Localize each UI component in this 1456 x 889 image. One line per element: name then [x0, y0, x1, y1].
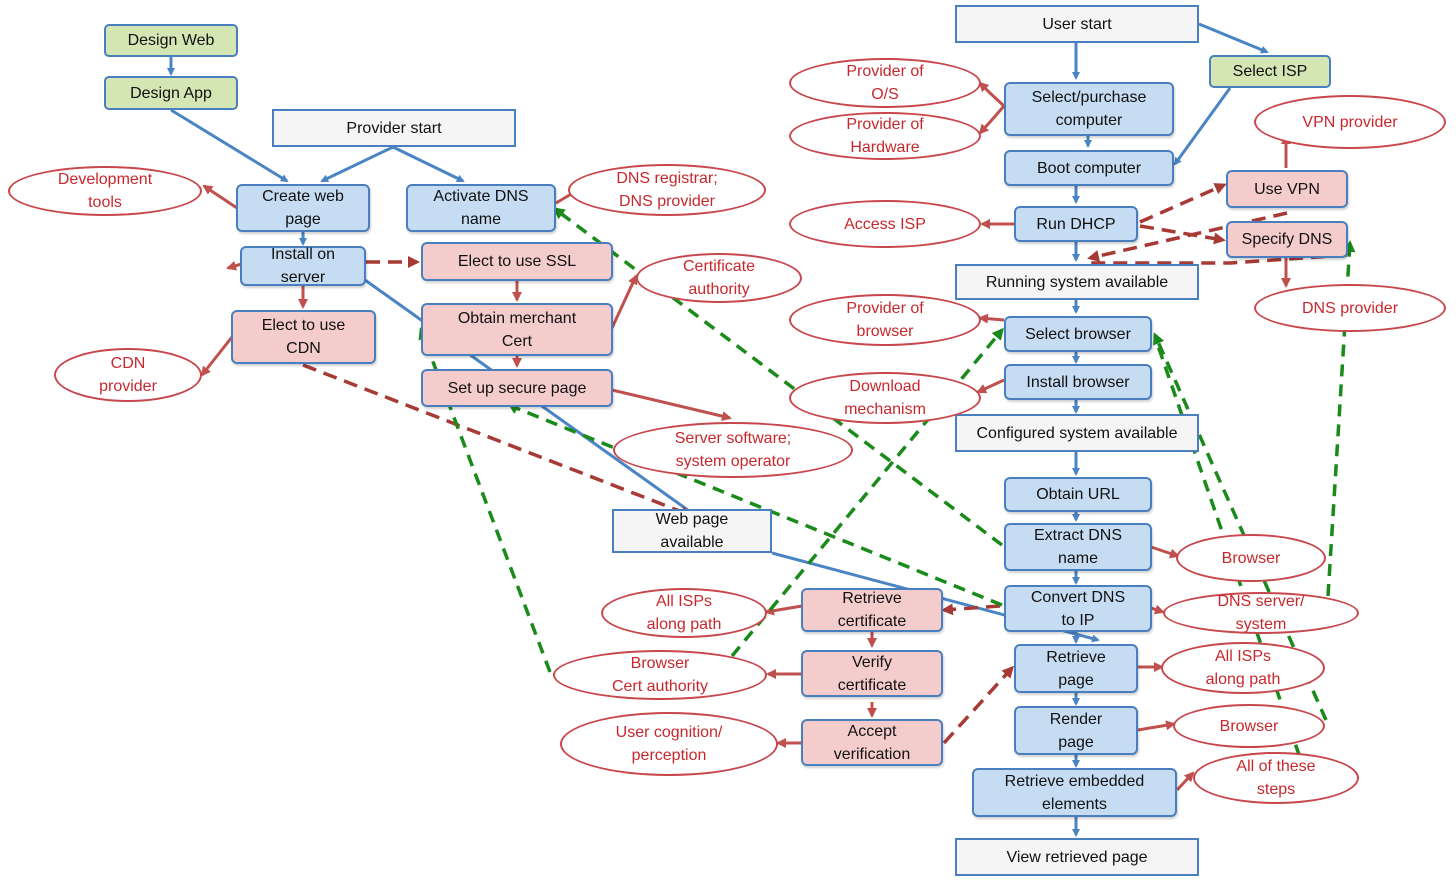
verify-certificate-node: Verify certificate — [801, 650, 943, 697]
all-isps-ellipse-2: All ISPs along path — [1161, 642, 1325, 694]
access-isp-ellipse: Access ISP — [789, 200, 981, 248]
all-isps-ellipse-1: All ISPs along path — [601, 588, 767, 638]
convert-dns-to-ip-node: Convert DNS to IP — [1004, 585, 1152, 632]
user-start-node: User start — [955, 5, 1199, 43]
obtain-url-node: Obtain URL — [1004, 477, 1152, 512]
retrieve-page-node: Retrieve page — [1014, 644, 1138, 693]
setup-secure-page-node: Set up secure page — [421, 369, 613, 407]
obtain-merchant-cert-node: Obtain merchant Cert — [421, 303, 613, 356]
server-software-ellipse: Server software; system operator — [613, 422, 853, 478]
provider-browser-ellipse: Provider of browser — [789, 294, 981, 346]
design-app-node: Design App — [104, 76, 238, 110]
select-isp-node: Select ISP — [1209, 55, 1331, 88]
cdn-provider-ellipse: CDN provider — [54, 348, 202, 402]
extract-dns-name-node: Extract DNS name — [1004, 523, 1152, 571]
user-cognition-ellipse: User cognition/ perception — [560, 712, 778, 776]
create-web-page-node: Create web page — [236, 184, 370, 232]
elect-cdn-node: Elect to use CDN — [231, 310, 376, 364]
dns-server-ellipse: DNS server/ system — [1163, 592, 1359, 634]
specify-dns-node: Specify DNS — [1226, 221, 1348, 258]
use-vpn-node: Use VPN — [1226, 170, 1348, 208]
accept-verification-node: Accept verification — [801, 719, 943, 766]
certificate-authority-ellipse: Certificate authority — [636, 253, 802, 303]
dns-registrar-ellipse: DNS registrar; DNS provider — [568, 164, 766, 216]
provider-start-node: Provider start — [272, 109, 516, 147]
elect-ssl-node: Elect to use SSL — [421, 242, 613, 281]
browser-ellipse-2: Browser — [1173, 704, 1325, 748]
web-page-available-node: Web page available — [612, 509, 772, 553]
configured-system-node: Configured system available — [955, 414, 1199, 452]
vpn-provider-ellipse: VPN provider — [1254, 95, 1446, 149]
retrieve-embedded-elements-node: Retrieve embedded elements — [972, 768, 1177, 817]
run-dhcp-node: Run DHCP — [1014, 206, 1138, 242]
select-purchase-computer-node: Select/purchase computer — [1004, 82, 1174, 136]
install-on-server-node: Install on server — [240, 246, 366, 286]
download-mechanism-ellipse: Download mechanism — [789, 372, 981, 424]
browser-cert-authority-ellipse: Browser Cert authority — [553, 650, 767, 700]
running-system-node: Running system available — [955, 264, 1199, 300]
boot-computer-node: Boot computer — [1004, 150, 1174, 186]
all-of-these-steps-ellipse: All of these steps — [1193, 752, 1359, 804]
retrieve-certificate-node: Retrieve certificate — [801, 588, 943, 632]
render-page-node: Render page — [1014, 706, 1138, 755]
browser-ellipse-1: Browser — [1176, 534, 1326, 582]
activate-dns-name-node: Activate DNS name — [406, 184, 556, 232]
install-browser-node: Install browser — [1004, 364, 1152, 400]
dns-provider-ellipse: DNS provider — [1254, 284, 1446, 332]
provider-hardware-ellipse: Provider of Hardware — [789, 112, 981, 160]
select-browser-node: Select browser — [1004, 316, 1152, 352]
provider-os-ellipse: Provider of O/S — [789, 58, 981, 108]
view-retrieved-page-node: View retrieved page — [955, 838, 1199, 876]
design-web-node: Design Web — [104, 24, 238, 57]
development-tools-ellipse: Development tools — [8, 166, 202, 216]
